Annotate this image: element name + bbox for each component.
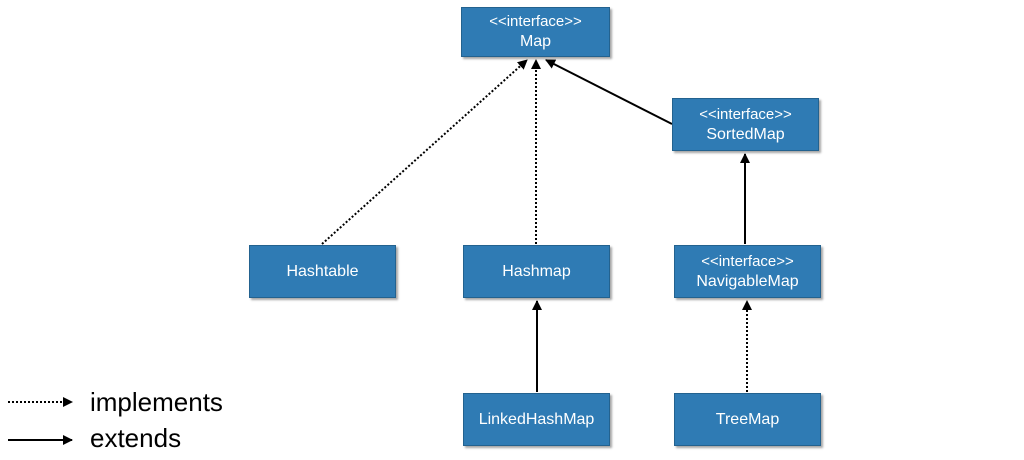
node-hashtable-name: Hashtable <box>286 262 359 280</box>
node-sortedmap-stereotype: <<interface>> <box>699 105 792 123</box>
node-navigablemap-name: NavigableMap <box>696 272 799 290</box>
edge-sortedmap-extends-map <box>545 59 673 125</box>
legend-implements-label: implements <box>90 387 223 417</box>
node-linkedhashmap-name: LinkedHashMap <box>478 410 595 428</box>
node-map-name: Map <box>519 33 552 50</box>
node-navigablemap-stereotype: <<interface>> <box>701 252 794 270</box>
node-map: <<interface>> Map <box>461 7 610 57</box>
node-hashmap-name: Hashmap <box>502 262 571 280</box>
node-sortedmap-name: SortedMap <box>706 125 785 143</box>
node-sortedmap: <<interface>> SortedMap <box>672 98 819 151</box>
edge-hashtable-implements-map <box>321 59 528 245</box>
node-hashtable: Hashtable <box>249 245 396 298</box>
node-hashmap: Hashmap <box>463 245 610 298</box>
node-linkedhashmap: LinkedHashMap <box>463 393 610 446</box>
node-map-stereotype: <<interface>> <box>489 13 582 30</box>
node-treemap-name: TreeMap <box>715 410 780 428</box>
legend-extends-label: extends <box>90 423 182 453</box>
node-treemap: TreeMap <box>674 393 821 446</box>
node-navigablemap: <<interface>> NavigableMap <box>674 245 821 298</box>
